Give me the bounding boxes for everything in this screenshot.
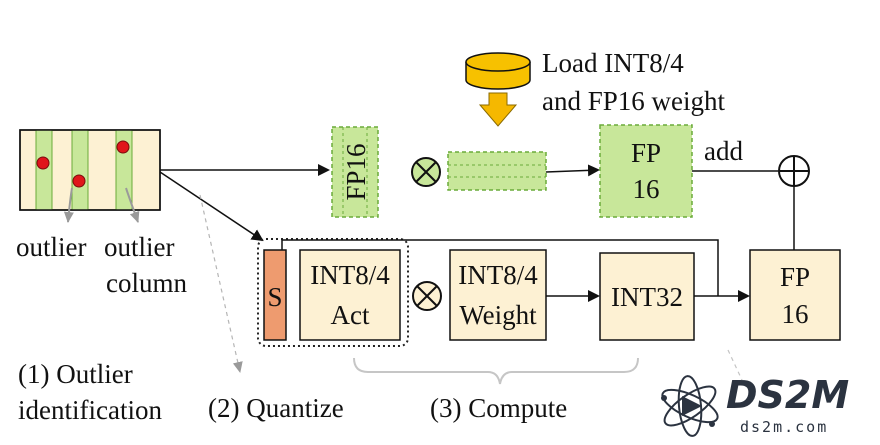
outlier-dot <box>116 140 130 154</box>
int-weight-line1: INT8/4 <box>458 260 538 290</box>
load-label-line1: Load INT8/4 <box>542 48 684 78</box>
int-weight-line2: Weight <box>459 300 537 330</box>
fp16-top-line2: 16 <box>633 174 660 204</box>
step3-label: (3) Compute <box>430 393 567 423</box>
outlier-column-2 <box>71 129 89 211</box>
outlier-column-strips <box>35 129 133 211</box>
multiply-top <box>411 157 441 187</box>
fp16-weight-block <box>447 151 547 191</box>
load-label-line2: and FP16 weight <box>542 86 726 116</box>
add-label: add <box>704 136 743 166</box>
fp16-bottom-line2: 16 <box>782 299 809 329</box>
outlier-column-1 <box>35 129 53 211</box>
load-down-arrow-icon <box>478 92 518 127</box>
ds2m-watermark: DS2M ds2m.com <box>661 373 849 437</box>
fp16-top-block: FP 16 <box>599 124 693 218</box>
quantize-group-outline <box>257 238 409 347</box>
step1-label-line2: identification <box>18 395 162 425</box>
fp16-top-line1: FP <box>631 138 661 168</box>
int-weight-block: INT8/4 Weight <box>449 249 547 341</box>
arrow-weight-to-fp16 <box>545 164 600 177</box>
dequant-guide-line <box>727 349 743 381</box>
multiply-bottom <box>412 281 442 311</box>
scale-s-box: S <box>263 249 287 341</box>
watermark-subtitle: ds2m.com <box>740 418 828 436</box>
outlier-column-label-1: outlier <box>104 232 174 262</box>
compute-brace <box>353 357 639 385</box>
scale-s-label: S <box>267 282 282 312</box>
outlier-column-label-2: column <box>106 268 187 298</box>
int-act-block: INT8/4 Act <box>299 249 401 341</box>
int32-label: INT32 <box>611 282 683 312</box>
quantize-guide-line <box>199 194 243 373</box>
fp16-bottom-block: FP 16 <box>749 249 841 341</box>
fp16-outlier-column: FP16 <box>331 126 379 218</box>
outlier-dot <box>36 156 50 170</box>
fp16-column-label: FP16 <box>341 143 371 200</box>
atom-logo-icon <box>661 375 719 437</box>
fp16-bottom-line1: FP <box>780 262 810 292</box>
int-act-line2: Act <box>331 300 370 330</box>
watermark-title: DS2M <box>726 373 849 417</box>
int-act-line1: INT8/4 <box>310 260 390 290</box>
arrow-to-quantize <box>159 171 264 242</box>
step2-label: (2) Quantize <box>208 393 344 423</box>
input-matrix <box>19 129 161 223</box>
database-cylinder-icon <box>465 52 531 90</box>
outlier-dot <box>72 174 86 188</box>
add-icon <box>778 155 810 187</box>
step1-label-line1: (1) Outlier <box>18 359 133 389</box>
outlier-pointer-arrow <box>63 187 74 223</box>
scale-feedforward-line <box>281 239 719 296</box>
int32-block: INT32 <box>599 252 695 341</box>
outlier-column-pointer-arrow <box>125 187 140 223</box>
outlier-label: outlier <box>16 232 86 262</box>
